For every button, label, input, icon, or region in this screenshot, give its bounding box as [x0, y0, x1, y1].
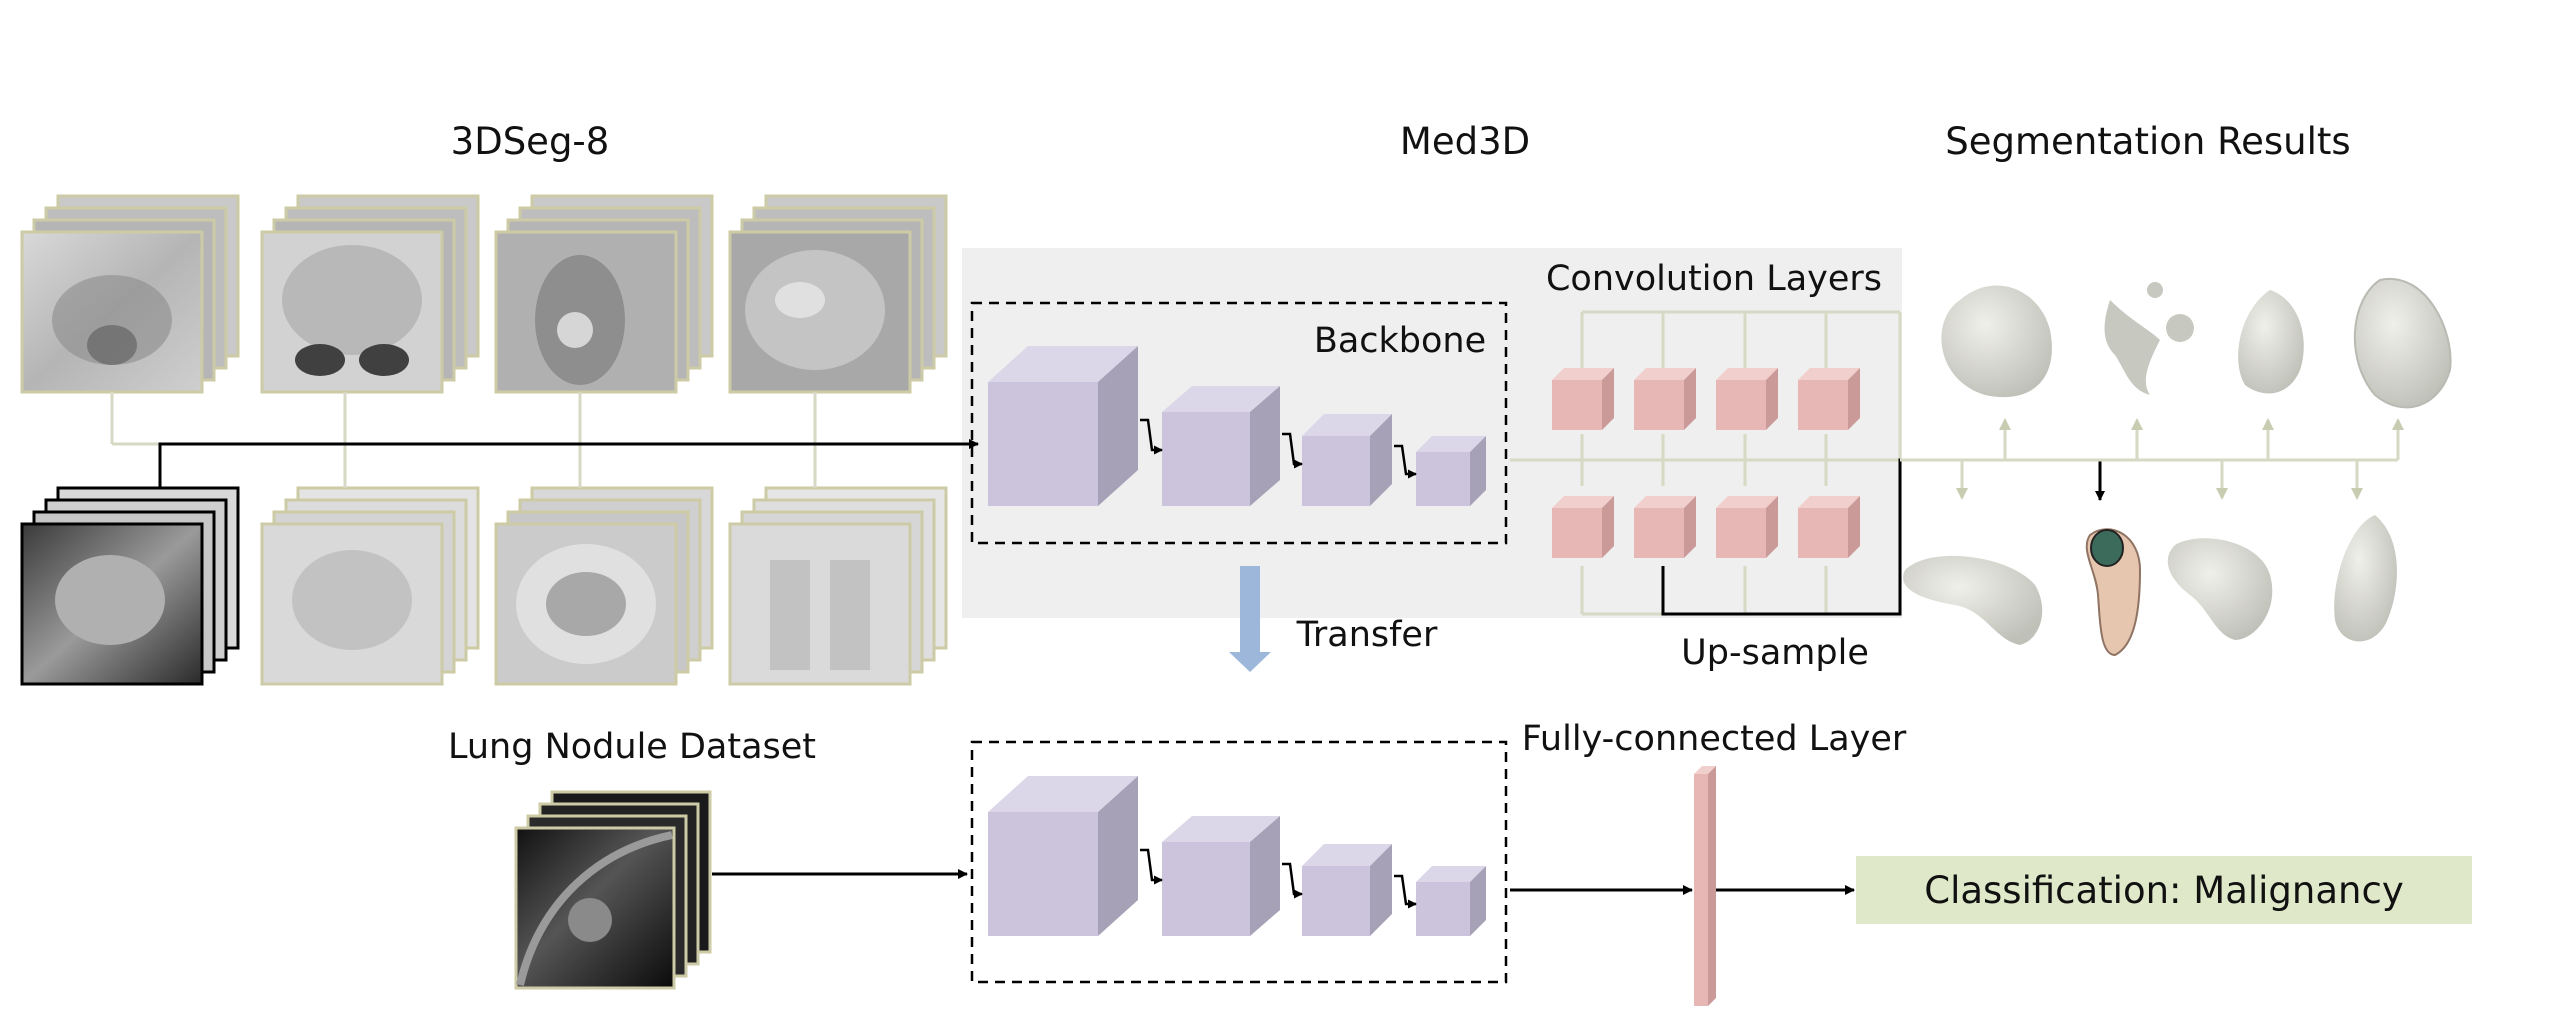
organ-shape-3 [2238, 290, 2304, 394]
dataset-volume-7 [494, 486, 714, 686]
dataset-volume-1 [20, 194, 240, 394]
backbone-arrows [1140, 418, 1417, 479]
upsample-path [1661, 458, 2105, 616]
organ-shape-7 [2167, 538, 2273, 640]
classification-label: Classification: Malignancy [1924, 869, 2404, 912]
lung-dataset-label: Lung Nodule Dataset [448, 727, 816, 767]
organ-shape-2 [2104, 282, 2194, 395]
result-connectors [1900, 418, 2404, 500]
results-title: Segmentation Results [1945, 120, 2350, 163]
organ-shape-8 [2334, 515, 2397, 642]
organ-shape-1 [1941, 285, 2052, 398]
transferred-backbone-layers [988, 776, 1486, 936]
conv-layer-row-top [1552, 368, 1860, 430]
dataset-volume-5 [20, 486, 240, 686]
dataset-title: 3DSeg-8 [451, 120, 610, 163]
transferred-backbone-arrows [1140, 848, 1417, 909]
backbone-layers [988, 346, 1486, 506]
fc-layer-label: Fully-connected Layer [1522, 719, 1907, 759]
organ-shape-5 [1903, 555, 2043, 645]
dataset-input-arrow [158, 439, 979, 488]
conv-layers-label: Convolution Layers [1546, 259, 1882, 299]
model-title: Med3D [1400, 120, 1530, 163]
dataset-volume-6 [260, 486, 480, 686]
lung-volume [514, 790, 712, 990]
dataset-volume-3 [494, 194, 714, 394]
classification-box [1856, 856, 2472, 924]
transfer-arrow [1229, 566, 1271, 672]
transfer-label: Transfer [1296, 615, 1438, 655]
fc-layer [1694, 766, 1716, 1006]
dataset-volume-2 [260, 194, 480, 394]
backbone-box [970, 301, 1508, 545]
organ-shape-4 [2354, 277, 2452, 409]
upsample-label: Up-sample [1681, 633, 1869, 673]
dataset-volume-8 [728, 486, 948, 686]
transferred-backbone-box [970, 740, 1508, 984]
organ-shape-6 [2085, 528, 2142, 657]
backbone-label: Backbone [1314, 321, 1486, 361]
dataset-volume-4 [728, 194, 948, 394]
conv-layer-row-bottom [1552, 496, 1860, 558]
dataset-connectors [110, 392, 965, 488]
